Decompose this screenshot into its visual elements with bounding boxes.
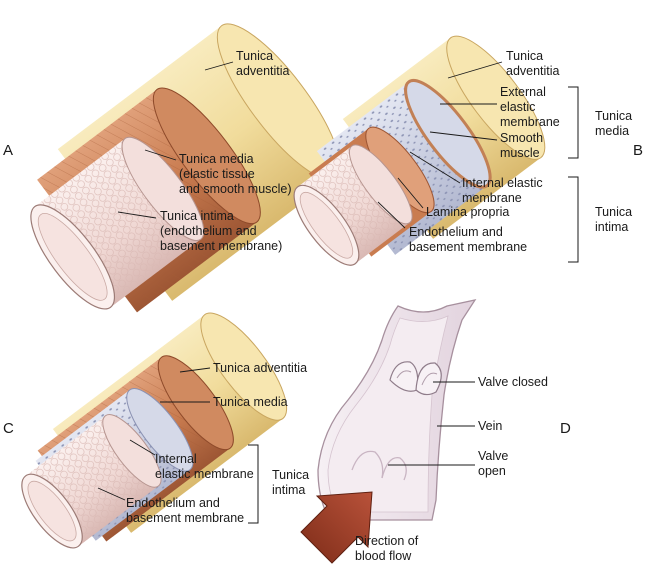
label-c-internal-elastic-line-2: elastic membrane — [155, 467, 254, 481]
label-c-endothelium-line-2: basement membrane — [126, 511, 244, 525]
label-b-external-elastic-line-3: membrane — [500, 115, 560, 129]
label-d-valve-open-line-2: open — [478, 464, 506, 478]
label-c-adventitia: Tunica adventitia — [179, 361, 307, 375]
panel-d-letter: D — [560, 420, 571, 437]
label-b-lamina-propria-line-1: Lamina propria — [426, 205, 509, 219]
label-a-adventitia-line-2: adventitia — [236, 64, 290, 78]
vessel-b — [293, 35, 546, 266]
label-d-flow-line-2: blood flow — [355, 549, 412, 563]
bracket-b-intima-line-1: Tunica — [595, 205, 632, 219]
label-d-valve-open-line-1: Valve — [478, 449, 508, 463]
label-a-media-line-2: (elastic tissue — [179, 167, 255, 181]
label-d-valve-closed: Valve closed — [433, 375, 548, 389]
label-b-smooth-muscle-line-1: Smooth — [500, 131, 543, 145]
panel-c-letter: C — [3, 420, 14, 437]
valve-closed-cusps — [389, 361, 442, 396]
label-a-intima-line-1: Tunica intima — [160, 209, 234, 223]
bracket-b-media-line-2: media — [595, 124, 629, 138]
svg-text:Tunica media: Tunica media — [213, 395, 288, 409]
label-b-endothelium-line-2: basement membrane — [409, 240, 527, 254]
vessel-c-intima — [21, 414, 162, 549]
label-a-adventitia-line-1: Tunica — [236, 49, 273, 63]
bracket-b-media-line-1: Tunica — [595, 109, 632, 123]
label-c-media-line-1: Tunica media — [213, 395, 288, 409]
panel-a-letter: A — [3, 142, 13, 159]
label-a-intima-line-2: (endothelium and — [160, 224, 257, 238]
svg-text:Vein: Vein — [478, 419, 502, 433]
vein-d — [300, 299, 477, 564]
label-c-adventitia-line-1: Tunica adventitia — [213, 361, 307, 375]
label-c-internal-elastic-line-1: Internal — [155, 452, 197, 466]
svg-text:Valve closed: Valve closed — [478, 375, 548, 389]
label-b-internal-elastic-line-2: membrane — [462, 191, 522, 205]
bracket-c-intima-line-1: Tunica — [272, 468, 309, 482]
label-c-endothelium-line-1: Endothelium and — [126, 496, 220, 510]
label-b-lamina-propria: Lamina propria — [397, 177, 509, 219]
label-b-internal-elastic-line-1: Internal elastic — [462, 176, 543, 190]
label-a-media-line-3: and smooth muscle) — [179, 182, 292, 196]
vessel-a — [30, 23, 341, 313]
bracket-c-intima-line-2: intima — [272, 483, 305, 497]
panel-b-letter: B — [633, 142, 643, 159]
label-b-external-elastic-line-2: elastic — [500, 100, 535, 114]
valve-open-cusps — [351, 450, 407, 481]
label-c-media: Tunica media — [160, 395, 288, 409]
label-b-smooth-muscle-line-2: muscle — [500, 146, 540, 160]
label-d-vein: Vein — [437, 419, 502, 433]
svg-text:Tunica adventitia: Tunica adventitia — [213, 361, 307, 375]
label-d-vein-line-1: Vein — [478, 419, 502, 433]
vessel-a-intima — [30, 136, 205, 310]
svg-text:Lamina propria: Lamina propria — [426, 205, 509, 219]
label-a-intima-line-3: basement membrane) — [160, 239, 282, 253]
label-b-external-elastic-line-1: External — [500, 85, 546, 99]
label-d-flow-line-1: Direction of — [355, 534, 419, 548]
label-d-valve-closed-line-1: Valve closed — [478, 375, 548, 389]
label-b-adventitia-line-1: Tunica — [506, 49, 543, 63]
vessel-b-intima — [293, 144, 413, 266]
label-b-adventitia-line-2: adventitia — [506, 64, 560, 78]
vessel-c — [21, 312, 288, 549]
label-a-media-line-1: Tunica media — [179, 152, 254, 166]
bracket-b-intima-line-2: intima — [595, 220, 628, 234]
label-b-endothelium-line-1: Endothelium and — [409, 225, 503, 239]
flow-arrow — [300, 491, 373, 564]
